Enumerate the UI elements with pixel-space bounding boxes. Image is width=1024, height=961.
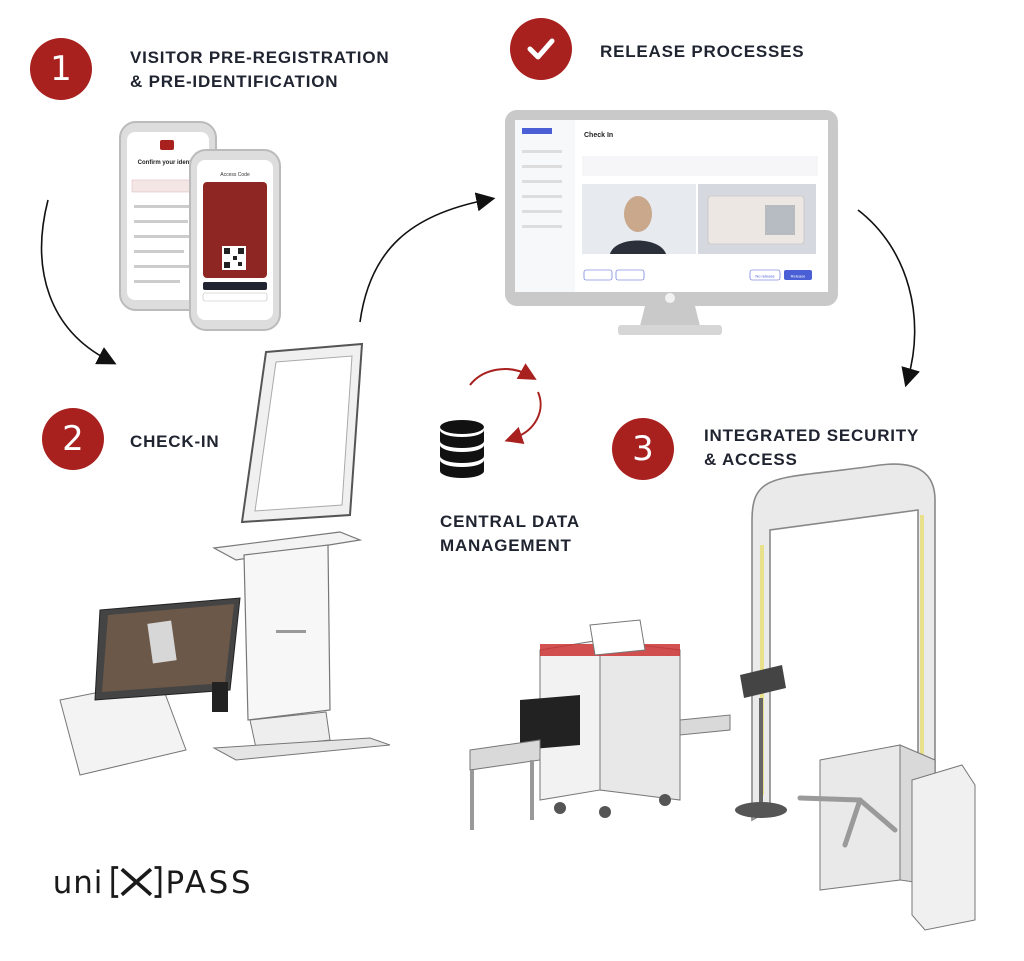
monitor-app-title: Check In <box>584 132 613 139</box>
x-mark-icon <box>111 866 162 898</box>
xray-scanner <box>469 619 731 830</box>
phone-heading: Confirm your identity <box>138 160 199 166</box>
sync-icon <box>469 363 542 444</box>
phone-front: Access Code <box>189 149 281 331</box>
database-icon <box>440 420 484 478</box>
step-3-badge: 3 <box>612 418 674 480</box>
step-3-title: INTEGRATED SECURITY & ACCESS <box>704 426 920 469</box>
flow-arrow-2-to-release <box>359 192 496 323</box>
central-data-title: CENTRAL DATA MANAGEMENT <box>440 512 580 555</box>
step-2-title: CHECK-IN <box>130 432 220 451</box>
flow-arrow-1-to-2 <box>40 199 117 365</box>
step-1-badge: 1 <box>30 38 92 100</box>
turnstile <box>797 744 976 931</box>
release-title: RELEASE PROCESSES <box>600 42 805 61</box>
svg-text:PASS: PASS <box>165 865 253 901</box>
checkmark-icon <box>527 38 555 60</box>
stand-tablet <box>735 665 787 818</box>
check-in-tablet <box>59 597 241 776</box>
unixpass-logo: uni PASS <box>53 865 253 901</box>
svg-text:uni: uni <box>53 865 103 901</box>
check-in-kiosk <box>212 342 391 761</box>
step-2-badge: 2 <box>42 408 104 470</box>
release-monitor: Check In No release Release <box>505 110 838 335</box>
flow-arrow-release-to-3 <box>857 209 920 388</box>
release-check-badge <box>510 18 572 80</box>
monitor-release-button: Release <box>791 274 806 279</box>
phone-access-code-label: Access Code <box>220 172 250 178</box>
monitor-no-release-button: No release <box>755 274 775 279</box>
step-1-title: VISITOR PRE-REGISTRATION & PRE-IDENTIFIC… <box>130 48 390 91</box>
